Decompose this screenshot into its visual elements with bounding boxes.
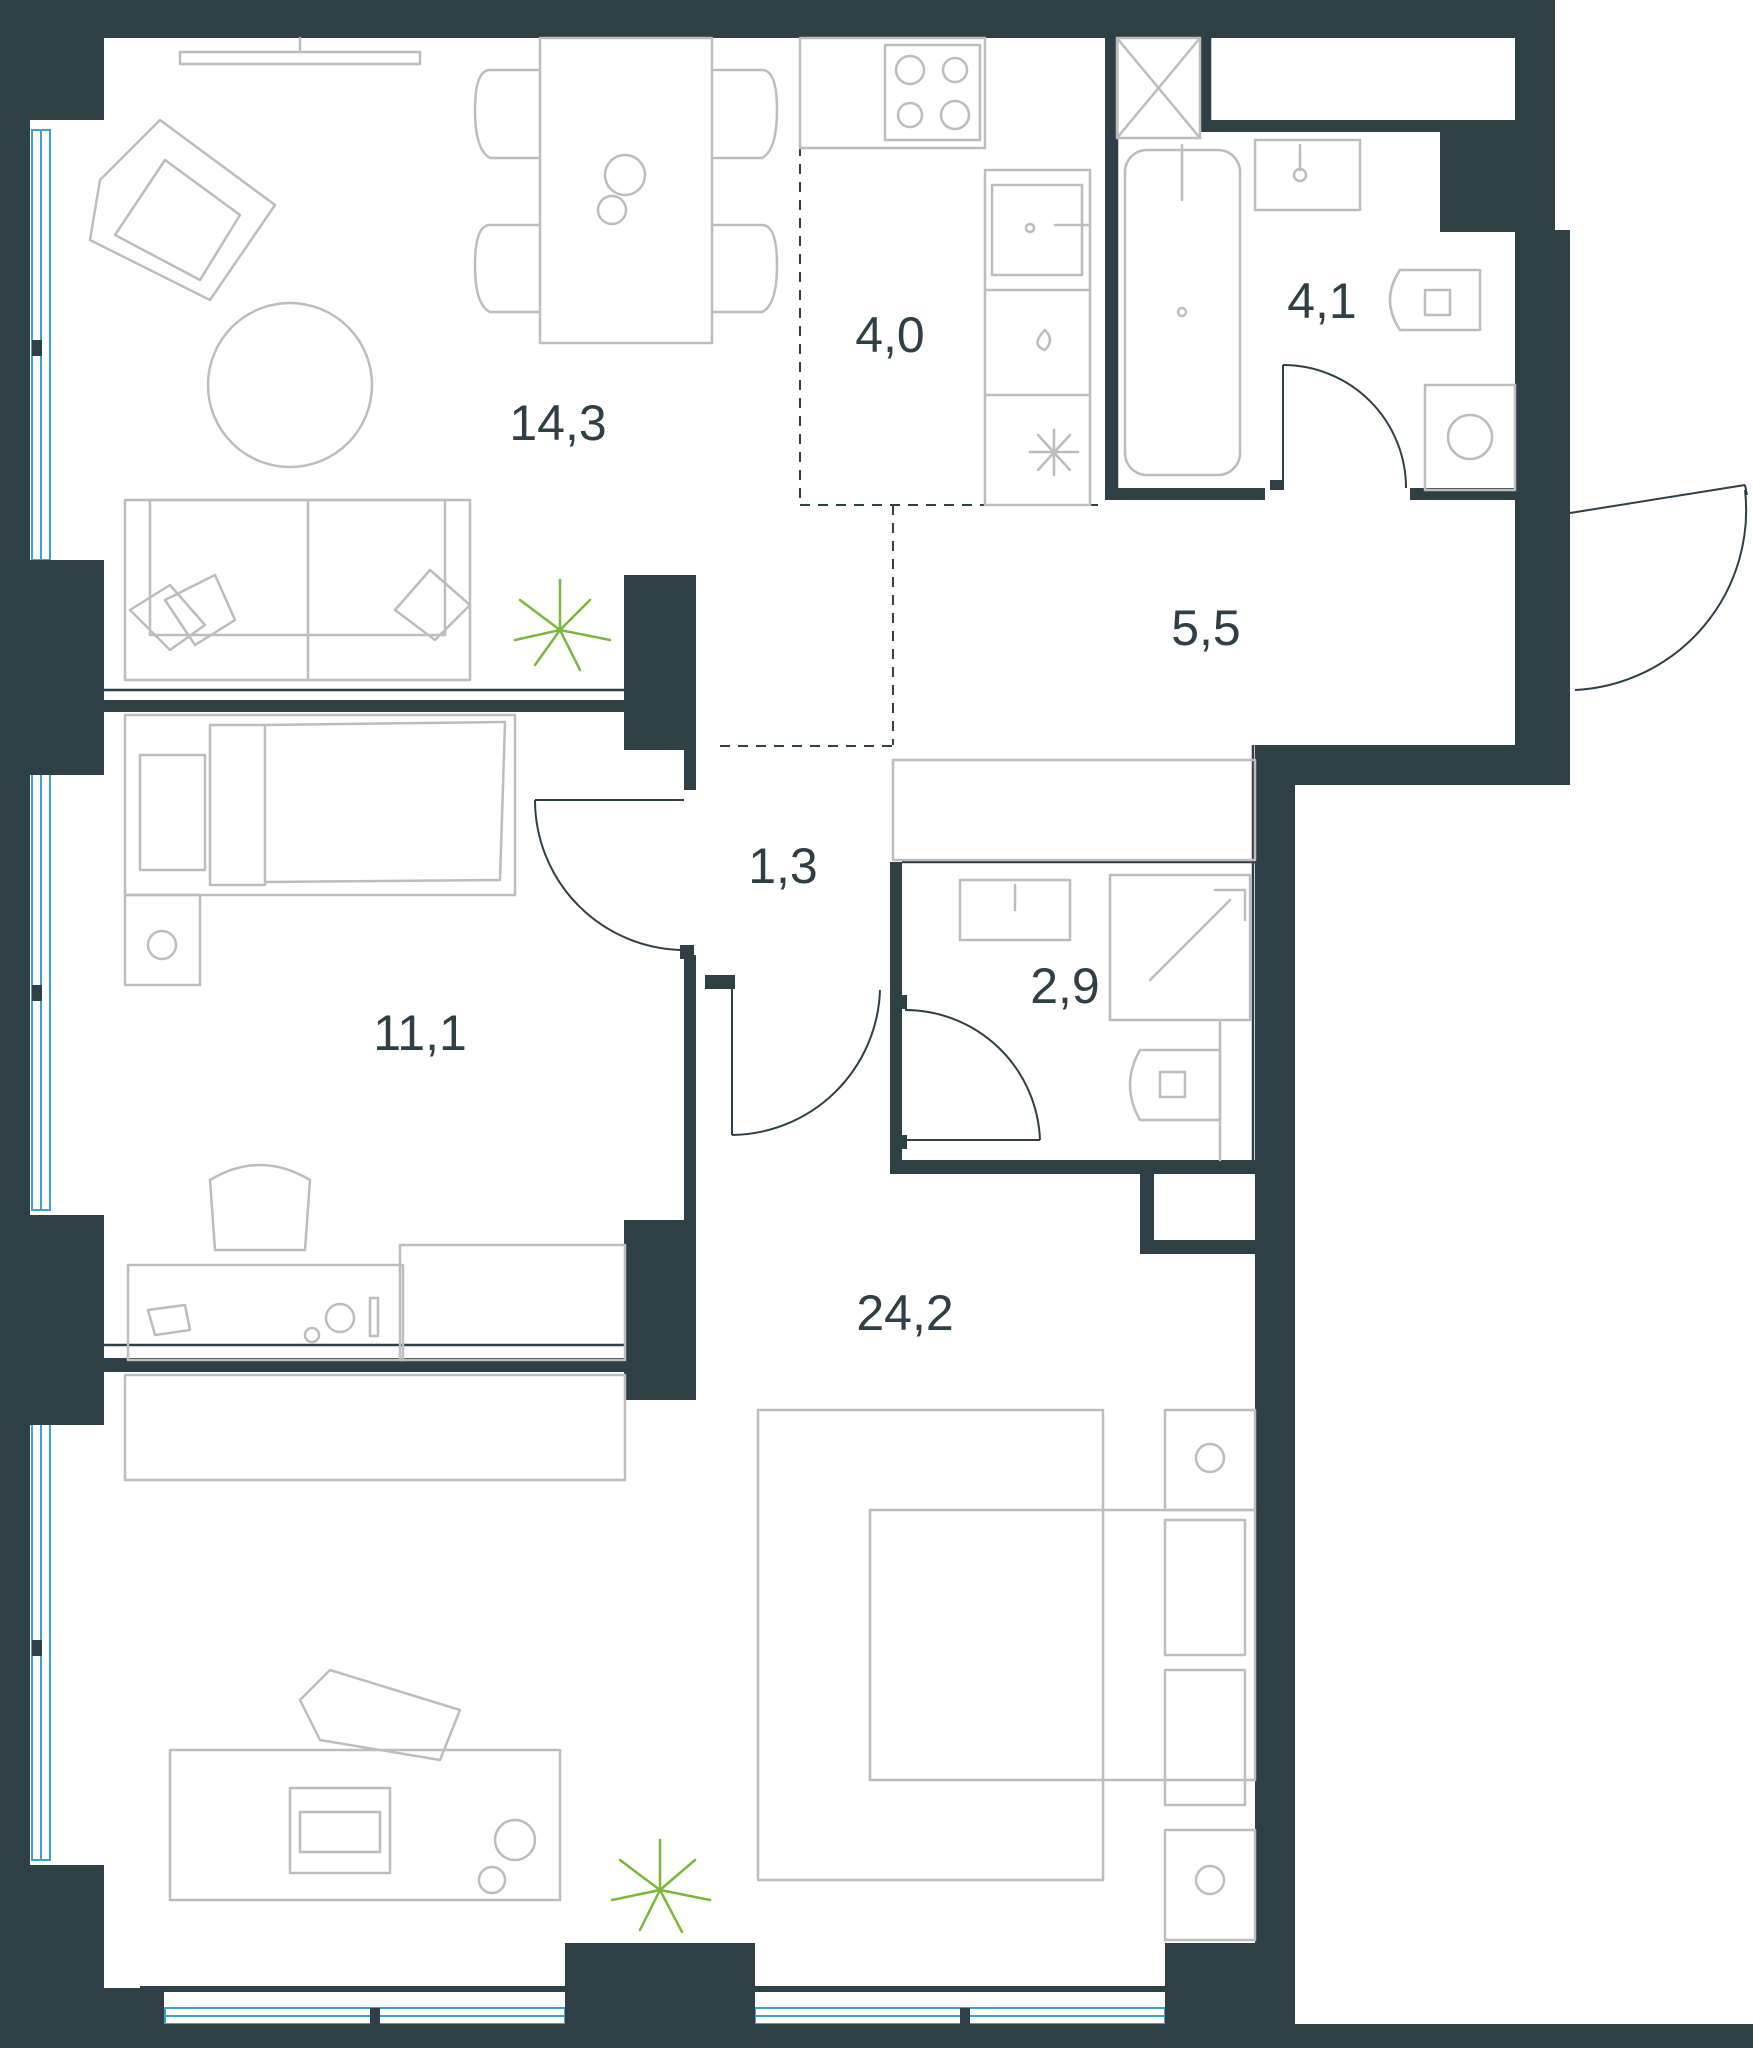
double-bed <box>756 1408 1257 1942</box>
zone-dividers <box>720 38 1105 747</box>
door-main-bedroom <box>705 975 881 1136</box>
bathroom-fixtures <box>1115 36 1517 492</box>
single-bed <box>123 713 517 987</box>
doors <box>534 364 1748 1149</box>
hall-wardrobe <box>891 758 1257 862</box>
door-bathroom <box>1270 364 1407 490</box>
shower-room-fixtures <box>958 873 1252 1162</box>
sofa <box>123 498 472 682</box>
area-bedroom-small: 11,1 <box>373 1005 467 1061</box>
area-kitchen: 4,0 <box>855 307 925 363</box>
door-small-bedroom <box>534 799 694 959</box>
window-bottom-left <box>164 2007 566 2025</box>
area-bathroom: 4,1 <box>1287 273 1357 329</box>
round-coffee-table <box>206 301 374 469</box>
plant-living <box>513 578 612 672</box>
plant-bedroom <box>610 1838 712 1934</box>
door-shower-room <box>895 995 1041 1149</box>
area-shower-room: 2,9 <box>1030 958 1100 1014</box>
bedroom-wardrobe <box>123 1373 627 1482</box>
area-bedroom-main: 24,2 <box>856 1285 953 1341</box>
desk-main-bedroom <box>168 1668 562 1902</box>
area-labels: 14,3 4,0 4,1 5,5 1,3 2,9 11,1 24,2 <box>373 273 1357 1341</box>
area-hallway: 5,5 <box>1171 600 1241 656</box>
area-living-room: 14,3 <box>509 395 606 451</box>
furniture <box>88 36 1517 1942</box>
dining-table <box>473 36 779 345</box>
door-entrance <box>1569 484 1748 691</box>
armchair <box>88 118 277 302</box>
tv-stand <box>178 50 422 66</box>
kitchen-counter <box>798 36 1092 507</box>
area-corridor: 1,3 <box>748 838 818 894</box>
desk-small-bedroom <box>126 1163 627 1362</box>
